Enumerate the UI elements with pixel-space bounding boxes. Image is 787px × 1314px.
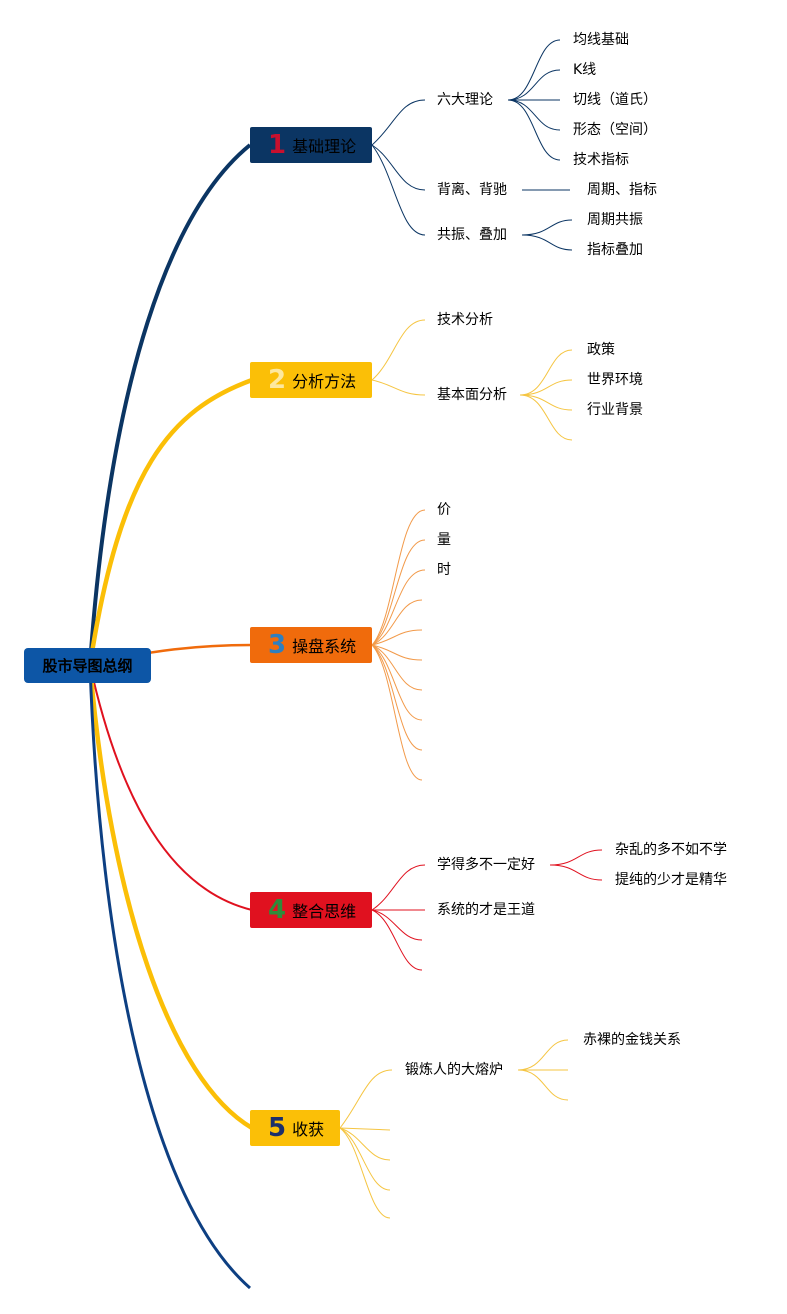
topic-1-2[interactable]: 背离、背驰 [437,182,507,198]
topic-1-1-2[interactable]: K线 [573,62,597,78]
branch-label-4: 整合思维 [292,902,357,921]
connector-b1-c2 [371,144,426,191]
connector-root-branch-4 [89,664,253,911]
topic-1-1-5[interactable]: 技术指标 [573,152,629,168]
topic-3-2[interactable]: 量 [437,532,451,548]
topic-5-1[interactable]: 锻炼人的大熔炉 [405,1062,503,1078]
branch-label-3: 操盘系统 [292,637,357,656]
root-node[interactable]: 股市导图总纲 [24,648,151,683]
connector-b1-c1 [371,99,426,146]
topic-4-2[interactable]: 系统的才是王道 [437,902,535,918]
topic-2-2-3[interactable]: 行业背景 [587,402,643,418]
topic-1-2-1[interactable]: 周期、指标 [587,182,657,198]
branch-number-5: 5 [268,1113,287,1143]
topic-1-3-1[interactable]: 周期共振 [587,212,643,228]
branch-node-3[interactable]: 3 操盘系统 [250,627,372,663]
branch-node-2[interactable]: 2 分析方法 [250,362,372,398]
topic-2-2-1[interactable]: 政策 [587,342,615,358]
topic-1-1-3[interactable]: 切线（道氏） [573,92,657,108]
topic-1-3[interactable]: 共振、叠加 [437,227,507,243]
topic-1-1-4[interactable]: 形态（空间） [573,122,657,138]
topic-3-1[interactable]: 价 [437,502,451,518]
topic-2-2[interactable]: 基本面分析 [437,387,507,403]
branch-node-1[interactable]: 1 基础理论 [250,127,372,163]
branch-number-3: 3 [268,630,287,660]
topic-3-3[interactable]: 时 [437,562,451,578]
topic-1-1-1[interactable]: 均线基础 [573,32,629,48]
branch-node-4[interactable]: 4 整合思维 [250,892,372,928]
topic-2-2-2[interactable]: 世界环境 [587,372,643,388]
topic-2-1[interactable]: 技术分析 [437,312,493,328]
branch-number-4: 4 [268,895,287,925]
connector-root-branch-5 [87,664,254,1130]
connector-root-branch-1 [88,143,252,666]
branch-label-5: 收获 [292,1120,325,1139]
connector-b1-c3 [371,144,426,236]
branch-label-2: 分析方法 [292,372,357,391]
branch-label-1: 基础理论 [292,137,357,156]
topic-1-3-2[interactable]: 指标叠加 [587,242,643,258]
branch-number-2: 2 [268,365,287,395]
connector-root-branch-2 [87,377,253,666]
topic-4-1-2[interactable]: 提纯的少才是精华 [615,872,727,888]
topic-5-1-1[interactable]: 赤裸的金钱关系 [583,1032,681,1048]
topic-4-1[interactable]: 学得多不一定好 [437,857,535,873]
topic-1-1[interactable]: 六大理论 [437,92,493,108]
branch-node-5[interactable]: 5 收获 [250,1110,340,1146]
branch-number-1: 1 [268,130,287,160]
connector-root-tail [88,664,251,1290]
root-label: 股市导图总纲 [42,657,133,675]
topic-4-1-1[interactable]: 杂乱的多不如不学 [615,842,727,858]
